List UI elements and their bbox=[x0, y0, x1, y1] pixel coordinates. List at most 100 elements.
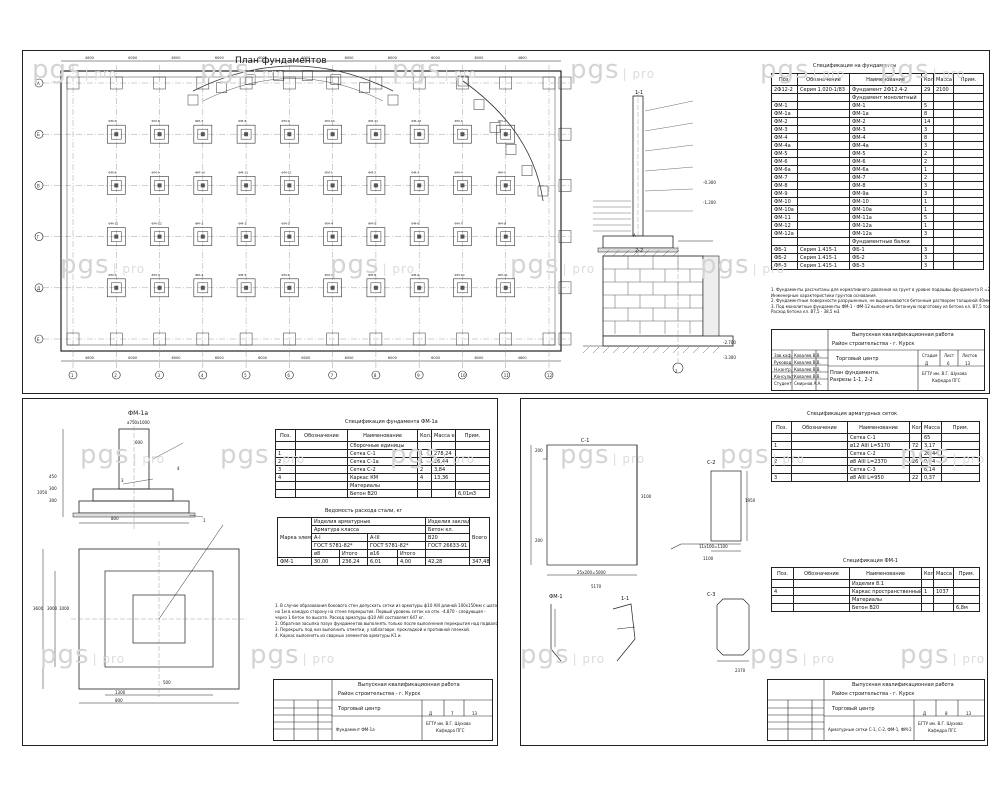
table-cell bbox=[431, 489, 456, 498]
table-cell bbox=[455, 473, 490, 482]
title-block-object: Торговый центр bbox=[338, 706, 381, 712]
table-cell: ФМ-4а bbox=[849, 141, 922, 150]
table-header: Обозначение bbox=[797, 73, 850, 86]
sheets-value: 13 bbox=[965, 361, 971, 366]
mesh-label: С-2 bbox=[707, 460, 716, 466]
table-cell bbox=[793, 595, 850, 604]
footing-mark: ФМ-8 bbox=[498, 222, 506, 226]
table-header: Обозначение bbox=[791, 421, 848, 434]
table-cell bbox=[797, 205, 850, 214]
column bbox=[373, 234, 378, 239]
table-cell bbox=[771, 603, 794, 612]
soil-hatch bbox=[652, 346, 660, 354]
leader-line bbox=[644, 188, 694, 192]
soil-hatch bbox=[592, 346, 600, 354]
footing-mark: ФМ-3 bbox=[152, 273, 160, 277]
table-cell: Серия 1.415-1 bbox=[797, 245, 850, 254]
dim: 25х200=5000 bbox=[577, 570, 606, 575]
soil-hatch bbox=[602, 249, 610, 257]
table-cell: Сетка С-1 bbox=[347, 449, 418, 458]
table-cell bbox=[295, 481, 348, 490]
column-footing bbox=[150, 227, 169, 246]
table-cell: 3 bbox=[771, 473, 792, 482]
table-cell: ФМ-6а bbox=[771, 165, 798, 174]
perimeter-footing bbox=[110, 76, 123, 90]
table-cell bbox=[791, 449, 848, 458]
footing-step bbox=[370, 180, 382, 191]
org-name: БГТУ им. В.Г. Шухова bbox=[426, 721, 471, 726]
axis-bubble-label: 8 bbox=[374, 373, 377, 378]
footing-step bbox=[240, 180, 252, 191]
column bbox=[287, 234, 292, 239]
note-line: 2. Фундаментные поверхности разрушенные,… bbox=[771, 298, 990, 303]
footing-mark: ФМ-2 bbox=[498, 119, 506, 123]
table-cell bbox=[793, 603, 850, 612]
table-cell: 26 bbox=[909, 457, 922, 466]
perimeter-footing bbox=[326, 332, 339, 346]
table-cell: 1 bbox=[921, 197, 934, 206]
table-cell bbox=[455, 449, 490, 458]
table-cell: ФМ-8 bbox=[771, 181, 798, 190]
table-cell bbox=[791, 465, 848, 474]
axis-bubble bbox=[111, 370, 121, 380]
table-cell: 2 bbox=[921, 149, 934, 158]
axis-bubble-label: В bbox=[37, 183, 40, 188]
table-cell: 1 bbox=[921, 205, 934, 214]
fm1a-spec-title: Спецификация фундамента ФМ-1а bbox=[345, 419, 438, 425]
role: Зав.каф. bbox=[774, 353, 793, 358]
table-cell bbox=[797, 101, 850, 110]
table-cell: ø12 АIII L=5170 bbox=[847, 441, 910, 450]
table-cell: Фундаментные балки bbox=[849, 237, 922, 246]
table-cell bbox=[933, 595, 954, 604]
footing-step bbox=[284, 180, 295, 191]
steel-cell: 347,48 bbox=[469, 557, 491, 566]
column-footing bbox=[496, 227, 516, 246]
table-cell: ФБ-3 bbox=[771, 261, 798, 270]
table-cell bbox=[797, 213, 850, 222]
table-row: Материалы bbox=[771, 595, 980, 604]
table-cell: 3 bbox=[921, 141, 934, 150]
soil-hatch bbox=[622, 249, 630, 257]
table-cell bbox=[295, 465, 348, 474]
footing-step bbox=[327, 180, 338, 191]
table-cell: Сетка С-1 bbox=[847, 433, 910, 442]
title-block: Выпускная квалификационная работа Район … bbox=[767, 679, 985, 741]
dimension-text: 6000 bbox=[301, 356, 310, 360]
table-cell bbox=[295, 489, 348, 498]
axis-bubble bbox=[501, 370, 511, 380]
table-cell bbox=[933, 205, 954, 214]
table-header: Поз. bbox=[771, 73, 798, 86]
dim: 2370 bbox=[735, 668, 746, 673]
table-cell: Сетка С-2 bbox=[347, 465, 418, 474]
leader-line bbox=[644, 100, 694, 112]
table-cell bbox=[455, 481, 490, 490]
soil-hatch bbox=[632, 346, 640, 354]
axis-bubble bbox=[68, 370, 78, 380]
axis-bubble bbox=[34, 181, 44, 190]
title-block-sheet-title: Фундамент ФМ-1а bbox=[336, 727, 375, 732]
table-cell: ФБ-3 bbox=[849, 261, 922, 270]
title-block-sheet-title: План фундамента. bbox=[830, 370, 880, 376]
perimeter-footing bbox=[542, 332, 556, 346]
axis-bubble-label: 11 bbox=[504, 373, 510, 378]
table-cell: 2 bbox=[771, 457, 792, 466]
dimension-text: 6000 bbox=[258, 356, 267, 360]
stage-header: Стадия bbox=[922, 353, 938, 358]
steel-head bbox=[425, 549, 471, 558]
column bbox=[503, 285, 508, 290]
table-cell: 3,84 bbox=[431, 465, 456, 474]
column-footing bbox=[496, 278, 516, 298]
table-header: Масса ед., кг bbox=[921, 421, 942, 434]
table-cell bbox=[941, 473, 980, 482]
footing-mark: ФМ-10 bbox=[454, 273, 464, 277]
mesh-c3 bbox=[716, 598, 750, 656]
column bbox=[460, 132, 465, 137]
dim: 3000 bbox=[47, 606, 58, 611]
stage-value: Д bbox=[429, 711, 433, 716]
sheet-value: 8 bbox=[945, 711, 948, 716]
title-block-sheet-title-2: Разрезы 1-1, 2-2 bbox=[830, 377, 873, 383]
footing-mark: ФМ-4 bbox=[325, 222, 333, 226]
